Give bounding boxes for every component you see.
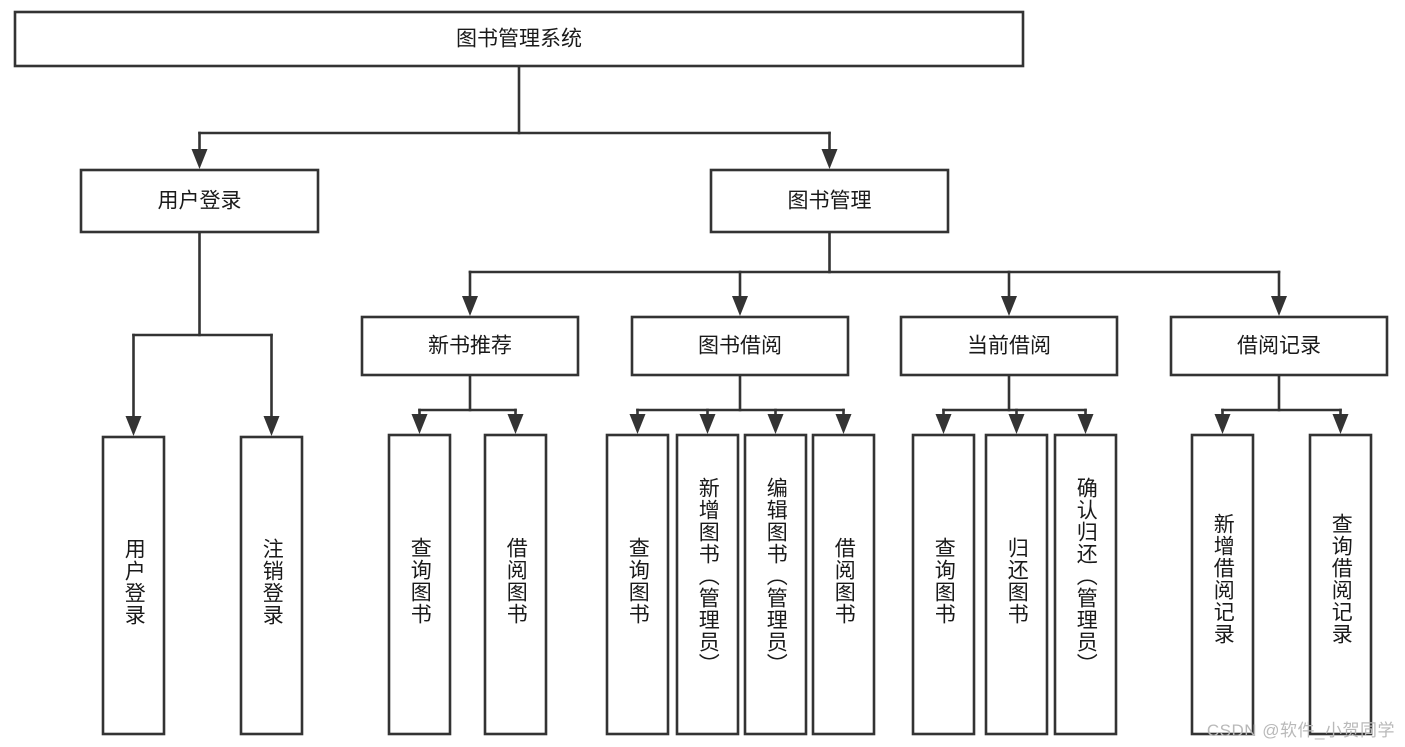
arrow-head-icon: [732, 296, 748, 316]
arrow-head-icon: [191, 149, 208, 169]
node-box-leaf-query-book[interactable]: [605, 433, 670, 736]
node-box-root[interactable]: [13, 10, 1025, 68]
node-box-leaf-query-book-recommend[interactable]: [387, 433, 452, 736]
csdn-watermark: CSDN @软件_小贺同学: [1206, 721, 1395, 740]
connectors-layer: [125, 64, 1349, 436]
node-box-book-management[interactable]: [709, 168, 950, 234]
arrow-head-icon: [507, 414, 524, 434]
node-box-leaf-borrow-book[interactable]: [811, 433, 876, 736]
arrow-head-icon: [1214, 414, 1231, 434]
arrow-head-icon: [767, 414, 784, 434]
arrow-head-icon: [1332, 414, 1349, 434]
arrow-head-icon: [1271, 296, 1287, 316]
arrow-head-icon: [835, 414, 852, 434]
node-box-leaf-edit-book-admin[interactable]: [743, 433, 808, 736]
node-box-current-borrow[interactable]: [899, 315, 1119, 377]
arrow-head-icon: [263, 416, 280, 436]
node-box-leaf-query-book-current[interactable]: [911, 433, 976, 736]
node-label-root: 图书管理系统: [456, 28, 582, 51]
node-box-leaf-query-borrow-record[interactable]: [1308, 433, 1373, 736]
node-box-new-book-recommend[interactable]: [360, 315, 580, 377]
arrow-head-icon: [411, 414, 428, 434]
node-box-book-borrow[interactable]: [630, 315, 850, 377]
node-box-borrow-record[interactable]: [1169, 315, 1389, 377]
arrow-head-icon: [1008, 414, 1025, 434]
node-label-current-borrow: 当前借阅: [967, 335, 1051, 358]
node-label-book-borrow: 图书借阅: [698, 335, 782, 358]
node-box-leaf-add-book-admin[interactable]: [675, 433, 740, 736]
node-box-user-login[interactable]: [79, 168, 320, 234]
node-boxes-layer: [13, 10, 1389, 736]
node-label-new-book-recommend: 新书推荐: [428, 335, 512, 358]
arrow-head-icon: [125, 416, 142, 436]
arrow-head-icon: [935, 414, 952, 434]
arrow-head-icon: [629, 414, 646, 434]
arrow-head-icon: [1001, 296, 1017, 316]
node-label-user-login: 用户登录: [158, 190, 242, 213]
node-box-leaf-borrow-book-recommend[interactable]: [483, 433, 548, 736]
node-label-borrow-record: 借阅记录: [1237, 335, 1321, 358]
node-label-book-management: 图书管理: [788, 190, 872, 213]
arrow-head-icon: [821, 149, 838, 169]
node-box-leaf-user-login[interactable]: [101, 435, 166, 736]
arrow-head-icon: [1077, 414, 1094, 434]
node-box-leaf-add-borrow-record[interactable]: [1190, 433, 1255, 736]
node-box-leaf-return-book[interactable]: [984, 433, 1049, 736]
arrow-head-icon: [462, 296, 478, 316]
node-box-leaf-confirm-return-admin[interactable]: [1053, 433, 1118, 736]
arrow-head-icon: [699, 414, 716, 434]
node-box-leaf-logout[interactable]: [239, 435, 304, 736]
